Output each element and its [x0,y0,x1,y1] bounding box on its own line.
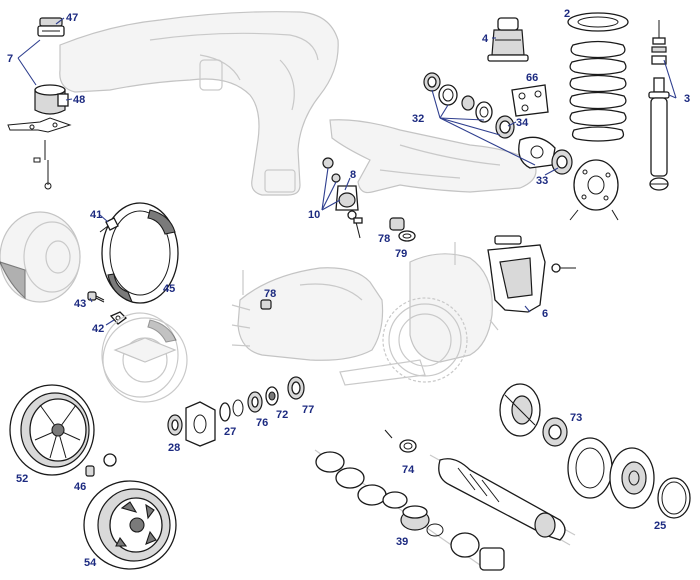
label-79: 79 [395,248,407,260]
label-33: 33 [536,175,548,187]
label-72: 72 [276,409,288,421]
label-48: 48 [73,94,85,106]
bearing-set-32 [423,72,493,123]
bearing-76 [247,391,263,413]
crown-wheel-ghost [382,297,468,383]
clip-42 [109,311,127,325]
callout-labels: 47 7 48 4 2 3 66 32 34 33 8 10 78 79 41 … [7,8,690,569]
differential-housing-ghost [231,242,499,386]
wheel-hub-flange [569,159,619,221]
label-2: 2 [564,8,570,20]
diff-mount-6 [487,235,576,313]
bump-stop-4 [487,17,529,62]
seal-27 [219,399,244,422]
oring-25 [657,477,691,519]
label-10: 10 [308,209,320,221]
trailing-arm-ghost [329,119,537,194]
bracket-66 [511,84,549,117]
hubcap-ghost-2 [101,312,179,398]
label-7: 7 [7,53,13,65]
spring-seat-2 [567,12,629,32]
label-3: 3 [684,93,690,105]
label-6: 6 [542,308,548,320]
bearing-77 [287,376,305,400]
label-47: 47 [66,12,78,24]
bearing-72 [265,386,279,406]
label-4: 4 [482,33,489,45]
drive-flange [185,401,216,447]
label-52: 52 [16,473,28,485]
bush-48 [34,84,69,115]
label-41: 41 [90,209,102,221]
circlip-74 [384,429,417,453]
spare-wheel-ghost [102,317,188,403]
label-76: 76 [256,417,268,429]
output-flange [609,447,655,509]
label-54: 54 [84,557,97,569]
diff-cage [499,383,541,437]
bush-78-diff [260,299,272,310]
leader-lines [17,17,677,326]
label-78-upper: 78 [378,233,390,245]
shock-absorber-3 [648,20,670,191]
bearing-33 [551,149,573,175]
label-27: 27 [224,426,236,438]
cv-boot-39 [400,505,444,537]
label-8: 8 [350,169,356,181]
label-39: 39 [396,536,408,548]
steel-wheel-ghost [0,211,81,303]
label-32: 32 [412,113,424,125]
label-42: 42 [92,323,104,335]
label-28: 28 [168,442,180,454]
coil-spring [569,40,627,142]
side-cover [567,437,613,499]
pinion-bearing-28 [167,414,183,436]
rear-subframe-ghost [59,11,339,196]
label-45: 45 [163,283,175,295]
label-73: 73 [570,412,582,424]
bush-78-79-top [389,217,416,242]
bearing-34 [495,115,515,139]
alloy-wheel-54 [83,480,177,570]
bearing-73 [542,417,568,447]
mount-8-10 [322,157,363,239]
cv-rings [315,451,505,571]
clip-41 [99,217,119,233]
label-34: 34 [516,117,529,129]
label-43: 43 [74,298,86,310]
label-78-diff: 78 [264,288,276,300]
label-46: 46 [74,481,86,493]
label-77: 77 [302,404,314,416]
wheel-nut-46 [85,453,117,477]
hub-carrier [518,136,556,169]
label-25: 25 [654,520,666,532]
label-66: 66 [526,72,538,84]
drive-shaft [438,458,566,541]
wheel-bolt-43 [87,291,105,303]
alloy-wheel-52 [9,384,95,476]
hubcap-45 [101,202,179,304]
label-74: 74 [402,464,415,476]
bracket-plate [7,117,72,190]
